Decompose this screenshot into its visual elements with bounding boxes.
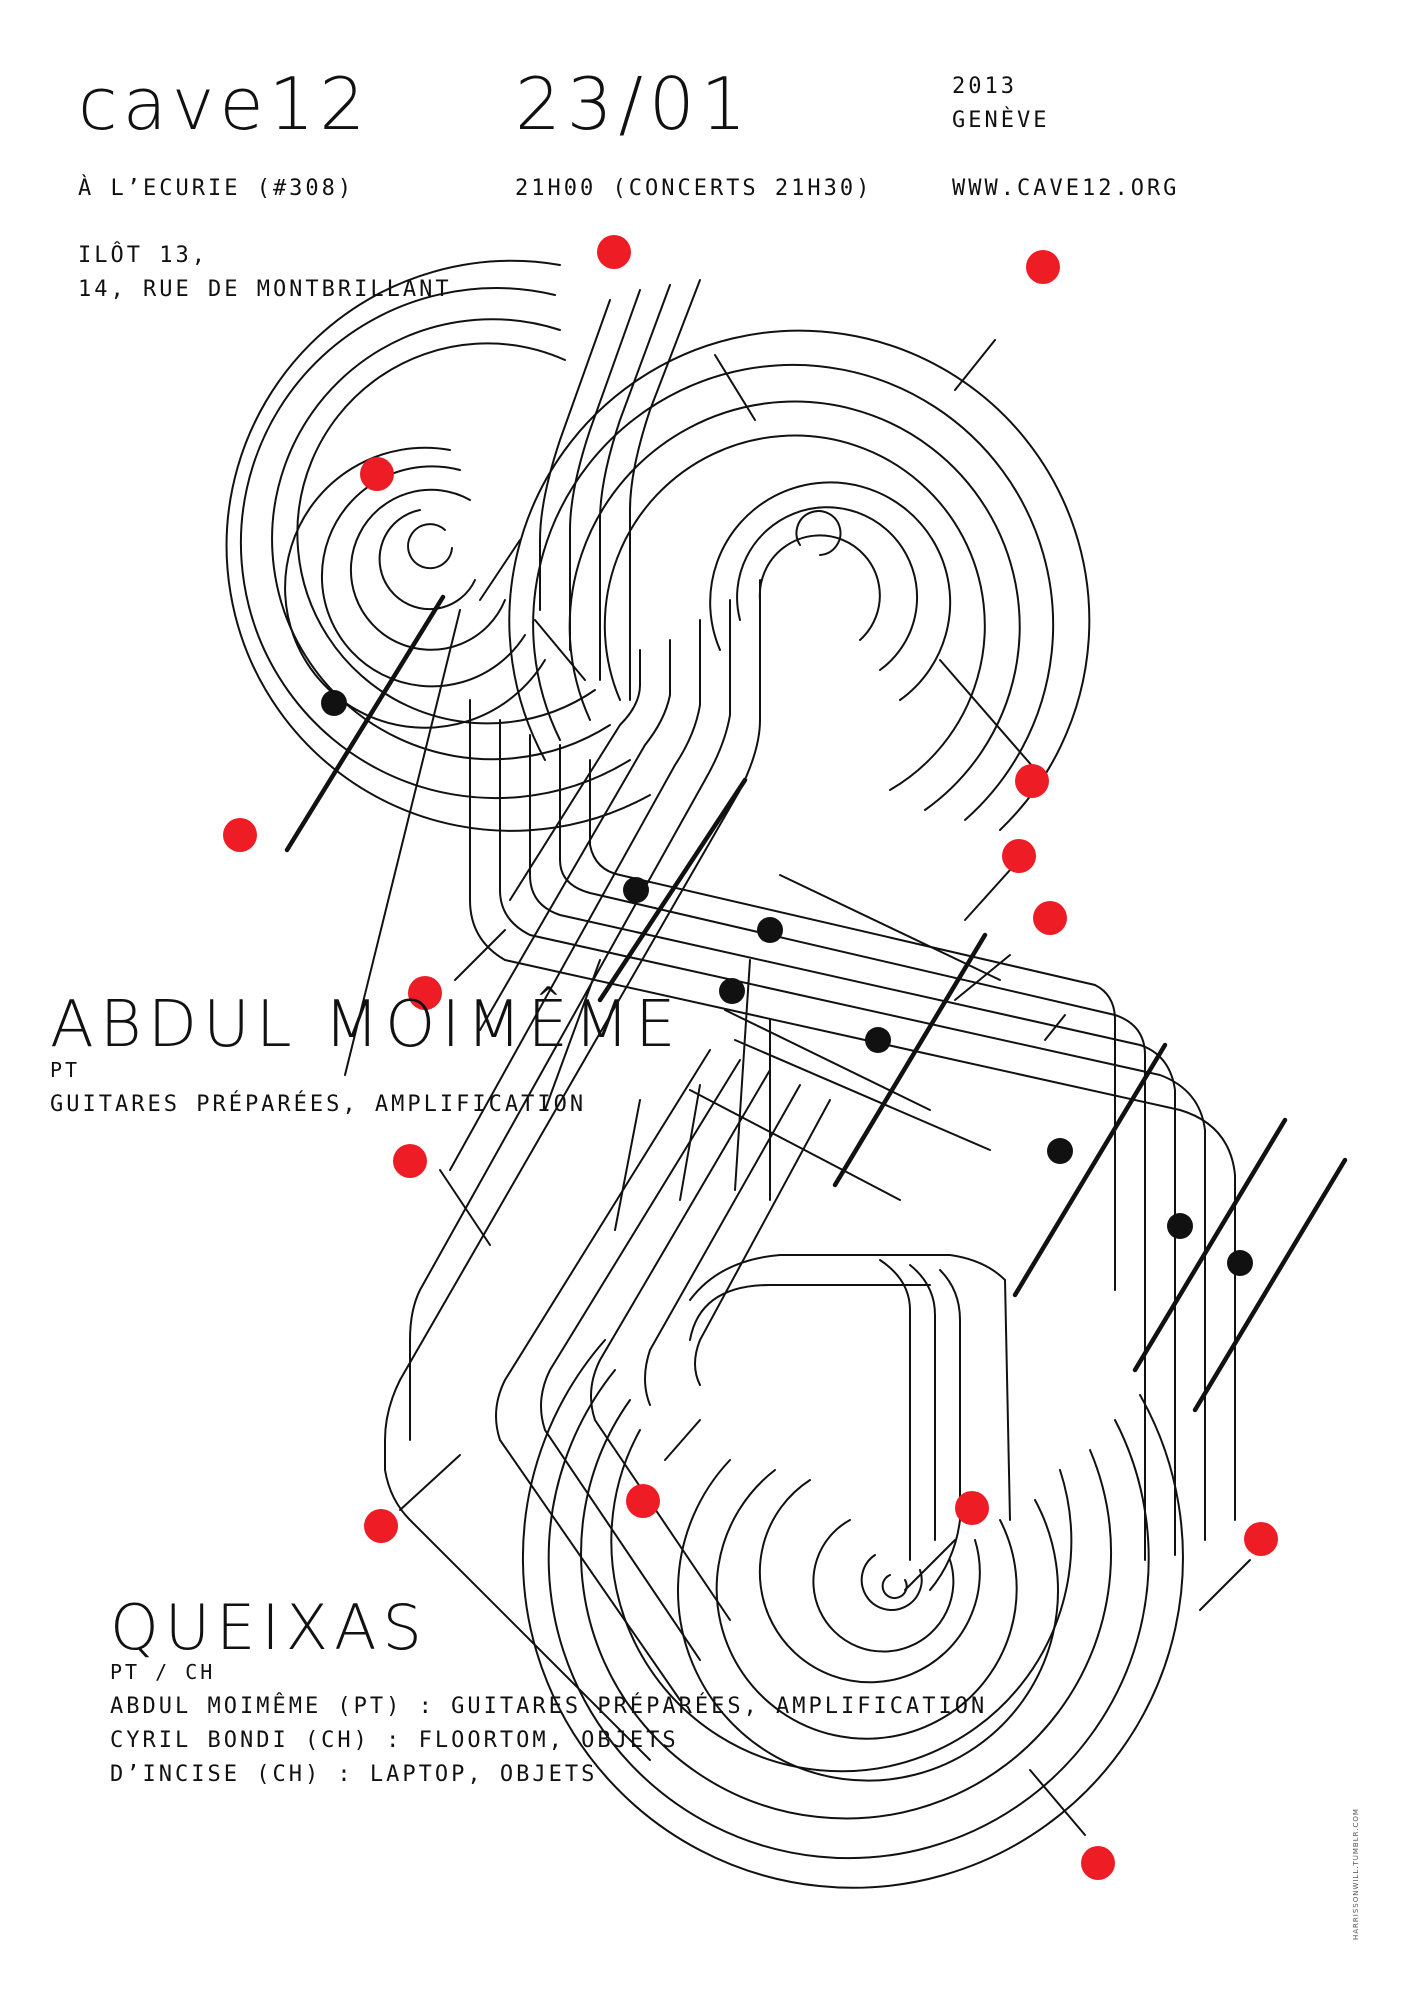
tick-lines — [344, 339, 1251, 1836]
red-nodes — [223, 235, 1278, 1880]
upper-left-spiral — [225, 259, 651, 832]
event-year: 2013 — [952, 74, 1017, 99]
bottom-spiral — [521, 1339, 1184, 1889]
artist-1-name: ABDUL MOIMÊME — [50, 988, 682, 1062]
event-time: 21H00 (CONCERTS 21H30) — [515, 176, 873, 201]
designer-credit: HARRISSONWILL.TUMBLR.COM — [1352, 1808, 1360, 1940]
artist-2-member: D’INCISE (CH) : LAPTOP, OBJETS — [110, 1762, 598, 1787]
winding-band — [384, 279, 1236, 1761]
artist-2-origin: PT / CH — [110, 1660, 216, 1684]
artist-2-name: QUEIXAS — [110, 1591, 428, 1664]
thick-strokes — [284, 594, 1348, 1413]
venue-name: cave12 — [78, 62, 371, 146]
address-line-2: 14, RUE DE MONTBRILLANT — [78, 277, 452, 302]
artist-2-member: ABDUL MOIMÊME (PT) : GUITARES PRÉPARÉES,… — [110, 1694, 988, 1719]
event-date: 23/01 — [515, 62, 753, 146]
venue-place: À L’ECURIE (#308) — [78, 176, 355, 201]
artist-2-member: CYRIL BONDI (CH) : FLOORTOM, OBJETS — [110, 1728, 679, 1753]
address-line-1: ILÔT 13, — [78, 243, 208, 268]
website-link[interactable]: WWW.CAVE12.ORG — [952, 176, 1180, 201]
artist-1-origin: PT — [50, 1058, 81, 1082]
upper-right-spiral — [508, 329, 1091, 831]
artist-1-description: GUITARES PRÉPARÉES, AMPLIFICATION — [50, 1092, 587, 1117]
event-city: GENÈVE — [952, 108, 1050, 133]
black-nodes — [321, 690, 1253, 1276]
